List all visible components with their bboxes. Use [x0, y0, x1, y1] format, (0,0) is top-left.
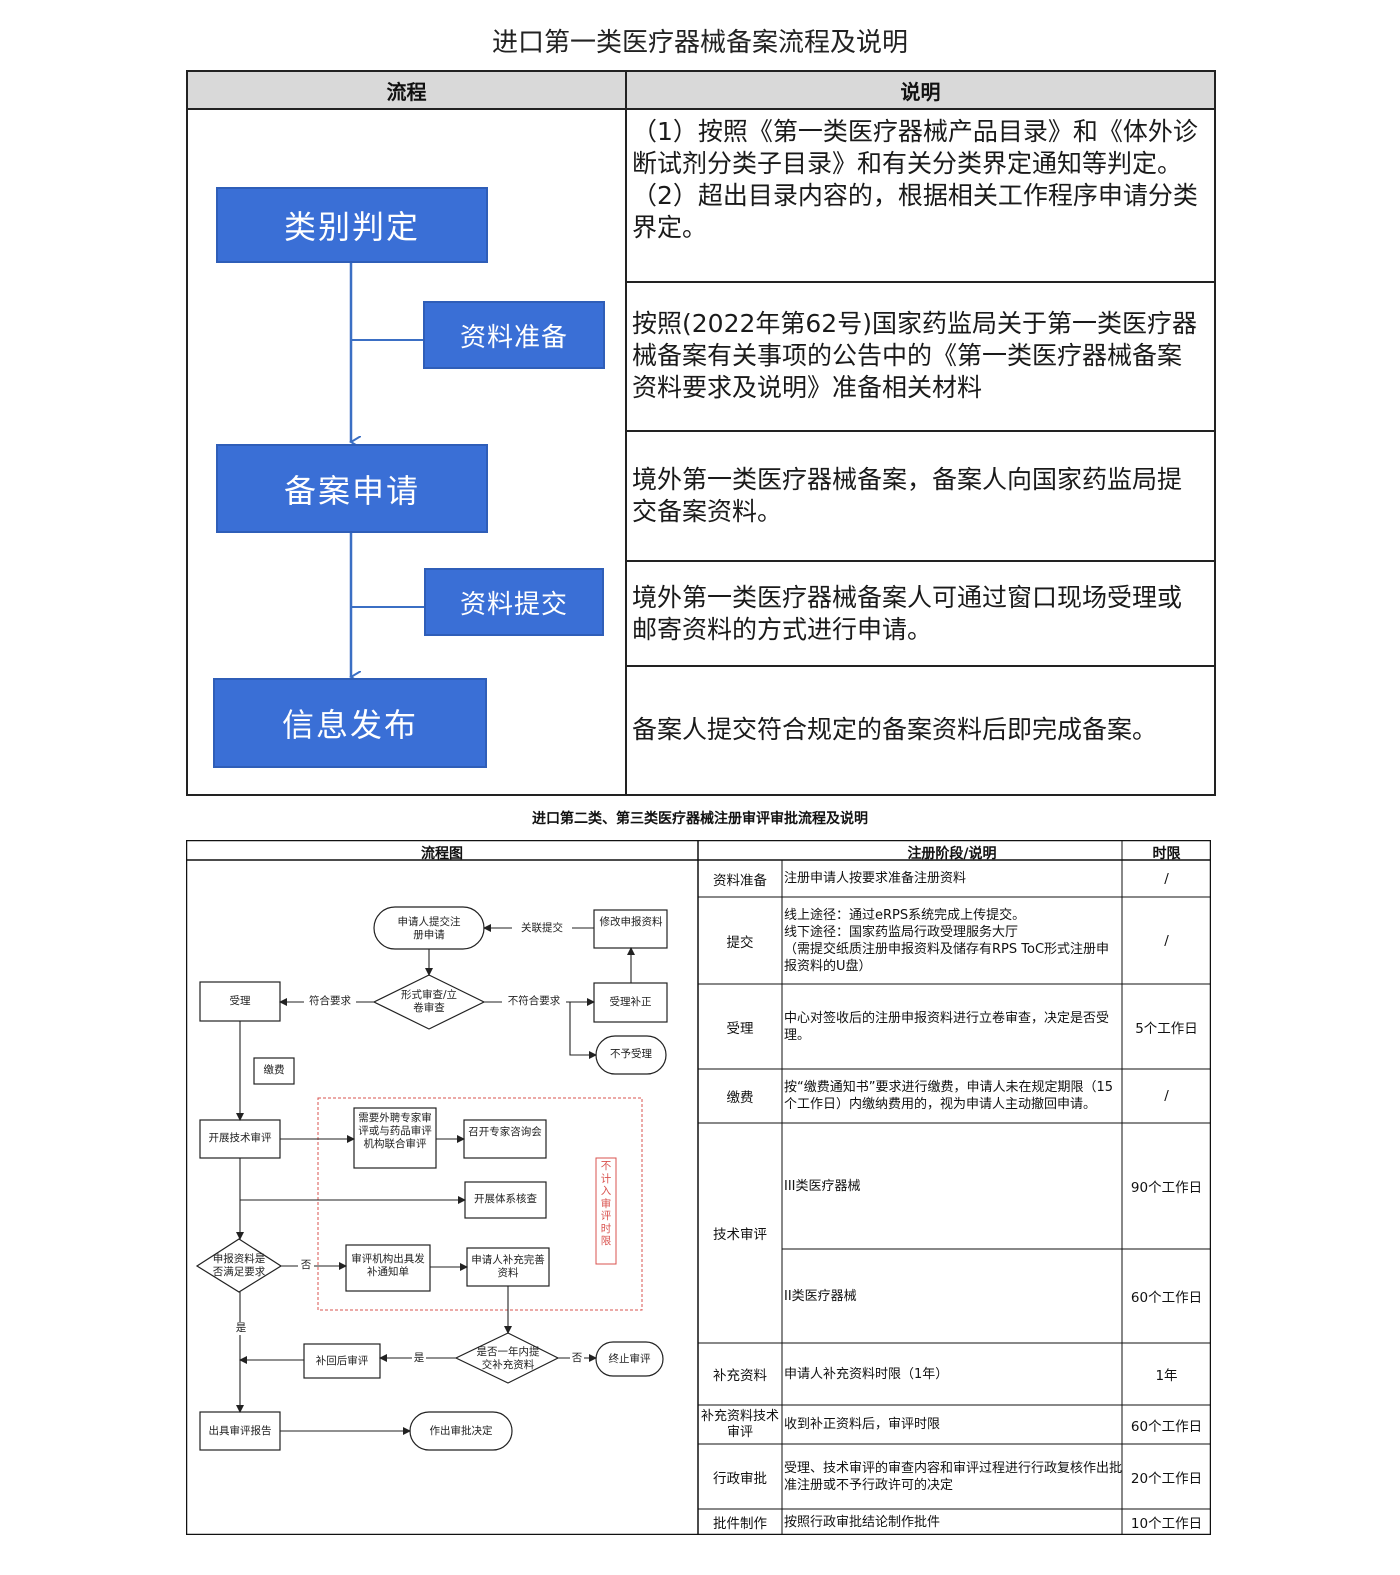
box-filing-apply: 备案申请	[216, 444, 488, 533]
node-meets-req	[195, 1238, 283, 1293]
stage-limit: /	[1164, 870, 1169, 887]
stage-label: 缴费	[726, 1090, 754, 1106]
box-not-counted	[595, 1157, 617, 1265]
header-desc: 说明	[627, 72, 1214, 110]
node-form-review	[372, 974, 486, 1030]
node-accept-correct	[593, 982, 668, 1023]
label-terminate: 终止审评	[608, 1353, 651, 1365]
stage-label: 技术审评	[713, 1227, 767, 1243]
row-divider	[625, 281, 1214, 283]
node-expert-consult	[463, 1119, 547, 1159]
box-category-judgment: 类别判定	[216, 187, 488, 263]
label-expert-consult: 召开专家咨询会	[468, 1126, 542, 1138]
stage-limit: 20个工作日	[1130, 1470, 1203, 1487]
box-material-submit: 资料提交	[424, 568, 604, 636]
node-supplement-notice	[345, 1244, 431, 1292]
node-accept	[199, 981, 281, 1022]
stage-limit: /	[1164, 1088, 1169, 1104]
stage-desc: II类医疗器械	[784, 1288, 857, 1304]
label-post-review: 补回后审评	[315, 1355, 369, 1367]
stage-desc: III类医疗器械	[784, 1178, 861, 1194]
label-modify-materials: 修改申报资料	[599, 916, 663, 928]
label-system-check: 开展体系核查	[474, 1193, 537, 1205]
stage-limit: 10个工作日	[1130, 1516, 1203, 1532]
label-supplement-notice: 审评机构出具发补通知单	[351, 1253, 425, 1278]
label-decision: 作出审批决定	[429, 1425, 493, 1437]
node-system-check	[464, 1181, 547, 1219]
label-no: 否	[298, 1259, 314, 1272]
node-within-year	[454, 1332, 560, 1384]
node-issue-report	[199, 1411, 281, 1451]
stage-label: 批件制作	[713, 1516, 767, 1532]
table2-grid	[186, 840, 1211, 1535]
row-divider	[625, 430, 1214, 432]
header-limit: 时限	[1152, 846, 1181, 862]
page-title: 进口第一类医疗器械备案流程及说明	[491, 28, 908, 58]
stage-label: 行政审批	[713, 1470, 767, 1487]
stage-label: 提交	[726, 934, 754, 951]
section2-title: 进口第二类、第三类医疗器械注册审评审批流程及说明	[532, 811, 868, 827]
node-post-review	[303, 1343, 381, 1379]
stage-label: 资料准备	[713, 872, 767, 889]
desc-apply: 境外第一类医疗器械备案，备案人向国家药监局提交备案资料。	[632, 465, 1183, 526]
stage-limit: 1年	[1155, 1368, 1178, 1384]
region-not-counted	[317, 1097, 643, 1311]
row-divider	[625, 665, 1214, 667]
stage-limit: 5个工作日	[1135, 1020, 1198, 1037]
desc-category: （1）按照《第一类医疗器械产品目录》和《体外诊断试剂分类子目录》和有关分类界定通…	[632, 117, 1198, 242]
header-flow: 流程	[188, 72, 625, 110]
node-modify-materials	[593, 909, 668, 949]
label-accept-correct: 受理补正	[609, 996, 652, 1008]
label-accept: 受理	[229, 995, 251, 1007]
stage-label: 补充资料	[713, 1368, 767, 1384]
flow-connectors	[188, 262, 426, 794]
label-meet-req: 符合要求	[304, 995, 356, 1008]
label-not-accept: 不予受理	[610, 1048, 652, 1060]
header-flowchart: 流程图	[421, 846, 463, 862]
label-not-meet-req: 不符合要求	[502, 995, 566, 1008]
box-info-publish: 信息发布	[213, 678, 487, 768]
registration-flowchart	[195, 906, 668, 1451]
stage-desc: 中心对签收后的注册申报资料进行立卷审查，决定是否受理。	[784, 1010, 1110, 1043]
label-applicant-submit: 申请人提交注册申请	[397, 916, 461, 941]
label-expert-review: 需要外聘专家审评或与药品审评机构联合审评	[358, 1112, 432, 1150]
desc-submit: 境外第一类医疗器械备案人可通过窗口现场受理或邮寄资料的方式进行申请。	[632, 583, 1183, 644]
box-material-prepare: 资料准备	[423, 301, 605, 369]
stage-label: 受理	[726, 1020, 754, 1037]
stage-desc: 受理、技术审评的审查内容和审评过程进行行政复核作出批准注册或不予行政许可的决定	[784, 1460, 1123, 1493]
column-divider	[625, 72, 627, 794]
stage-limit: 90个工作日	[1130, 1180, 1203, 1196]
stage-desc: 按“缴费通知书”要求进行缴费，申请人未在规定期限（15个工作日）内缴纳费用的，视…	[784, 1080, 1114, 1112]
label-pay: 缴费	[263, 1064, 285, 1076]
desc-prepare: 按照(2022年第62号)国家药监局关于第一类医疗器械备案有关事项的公告中的《第…	[632, 309, 1197, 402]
label-no: 否	[570, 1352, 584, 1365]
stage-desc: 注册申请人按要求准备注册资料	[784, 871, 967, 886]
label-issue-report: 出具审评报告	[208, 1425, 272, 1437]
header-stage: 注册阶段/说明	[907, 846, 997, 862]
label-yes: 是	[412, 1352, 426, 1365]
label-not-counted: 不计入审评时限	[600, 1160, 612, 1247]
label-tech-review: 开展技术审评	[208, 1132, 272, 1144]
stage-limit: 60个工作日	[1130, 1418, 1203, 1435]
stage-limit: 60个工作日	[1130, 1290, 1203, 1306]
label-applicant-supplement: 申请人补充完善资料	[471, 1254, 545, 1279]
node-pay	[253, 1057, 295, 1085]
stage-desc: 收到补正资料后，审评时限	[784, 1417, 941, 1432]
stage-desc: 按照行政审批结论制作批件	[784, 1514, 941, 1530]
label-yes: 是	[234, 1322, 248, 1335]
stage-label: 补充资料技术审评	[700, 1408, 779, 1440]
label-related-submit: 关联提交	[512, 922, 572, 935]
label-form-review: 形式审查/立卷审查	[400, 989, 458, 1014]
table-class1-filing: 流程 说明 类别判定 资料准备 备案申请 资料提交 信息发布 （1）按照《第一类…	[186, 70, 1216, 796]
stage-limit: /	[1164, 932, 1169, 949]
stage-desc: 申请人补充资料时限（1年）	[784, 1366, 949, 1382]
label-within-year-q: 是否一年内提交补充资料	[476, 1346, 540, 1371]
stage-desc: 线上途径：通过eRPS系统完成上传提交。 线下途径：国家药监局行政受理服务大厅 …	[784, 907, 1110, 974]
desc-publish: 备案人提交符合规定的备案资料后即完成备案。	[632, 715, 1158, 744]
label-meets-req-q: 申报资料是否满足要求	[212, 1253, 266, 1278]
table-class23-registration: 流程图 注册阶段/说明 时限 资料准备 注册申请人按要求准备注册资料 / 提交 …	[186, 840, 1211, 1535]
row-divider	[625, 560, 1214, 562]
node-expert-review	[353, 1107, 437, 1169]
